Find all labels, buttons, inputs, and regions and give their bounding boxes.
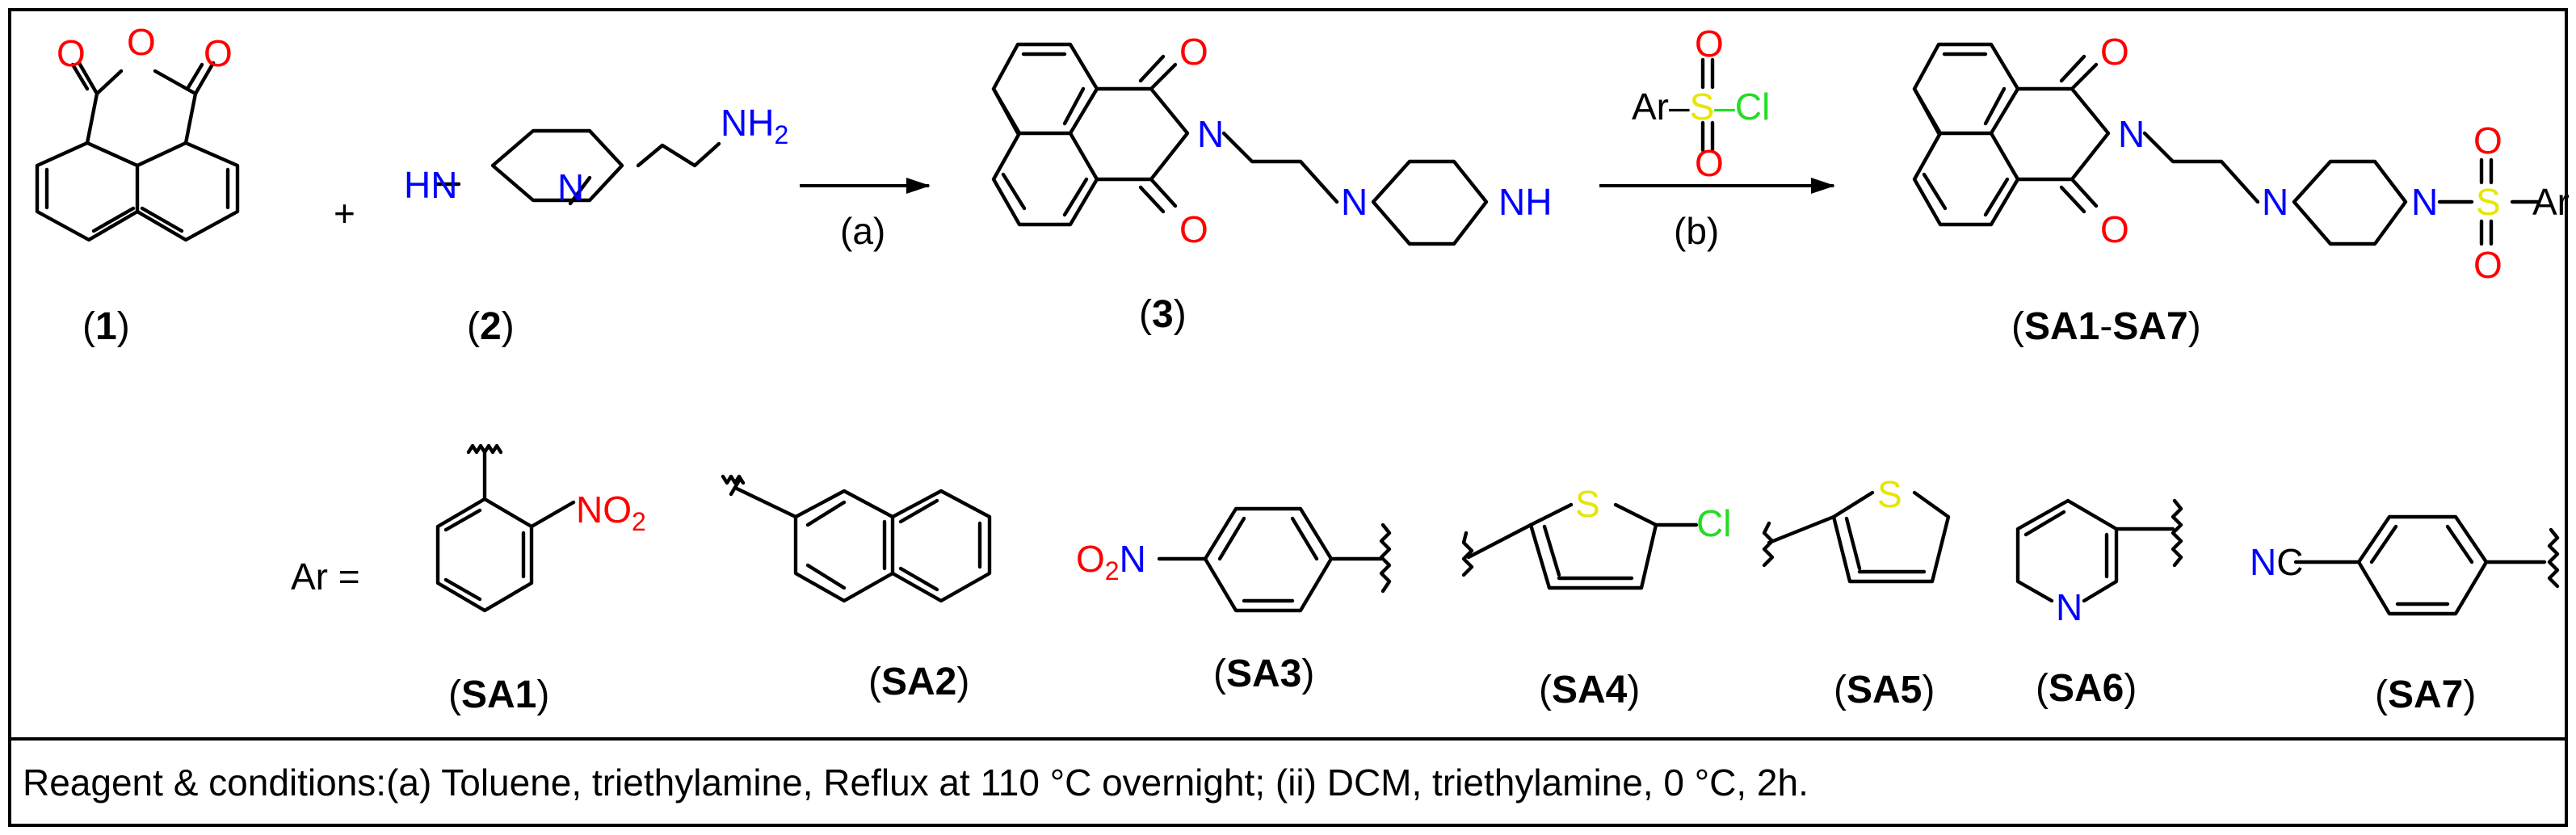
atom-o-top: O [1179,31,1208,73]
scheme-border [8,8,2568,827]
sa2-structure [721,474,992,603]
sa4-label: (SA4) [1539,669,1640,711]
compound-2-structure: HN N NH2 [404,102,788,208]
ar-equals-label: Ar = [291,556,360,598]
sa6-n: N [2056,586,2082,628]
reagent-o-top: O [1695,23,1724,65]
sa5-label: (SA5) [1834,669,1935,711]
sa4-structure: S Cl [1461,483,1731,590]
atom-n-piperazine: N [557,166,584,208]
reagent-text: Ar–S–Cl [1632,86,1770,128]
arrow-b-condition: (b) [1674,210,1719,252]
sa5-structure: S [1762,473,1951,584]
sa7-nc: NC [2250,541,2303,583]
arrow-a-condition: (a) [840,210,885,252]
atom-nh-3: NH [1498,181,1552,223]
sa3-o2n: O2N [1076,538,1146,585]
sa3-label: (SA3) [1213,652,1314,695]
product-so2-o-bottom: O [2473,244,2502,286]
sa3-structure: O2N [1076,506,1392,613]
product-label: (SA1-SA7) [2011,305,2201,348]
product-structure: O O N N N S O O Ar [1912,31,2570,286]
product-ar: Ar [2532,181,2570,223]
product-s: S [2476,181,2501,223]
compound-3-structure: O O N N NH [991,31,1552,250]
compound-1-structure: O O O [35,21,240,242]
atom-hn: HN [404,164,457,206]
product-n-imide: N [2118,113,2145,155]
atom-o-right: O [204,32,233,74]
sa1-label: (SA1) [448,673,549,716]
atom-n-imide: N [1197,113,1224,155]
product-n-piperazine-1: N [2262,181,2288,223]
sa7-structure: NC [2250,514,2560,616]
atom-o-bridge: O [127,21,156,63]
product-n-piperazine-4: N [2411,181,2438,223]
sa5-s: S [1877,473,1902,515]
sa4-s: S [1575,483,1600,525]
atom-nh2: NH2 [721,102,788,149]
atom-o-bottom: O [1179,208,1208,250]
sa6-label: (SA6) [2036,667,2137,710]
reagent-o-bottom: O [1695,142,1724,184]
sa1-structure: NO2 [435,443,646,613]
plus-sign: + [334,192,355,234]
arrow-a [800,178,931,194]
sa1-no2: NO2 [576,489,646,536]
product-o-top: O [2100,31,2129,73]
sa4-cl: Cl [1696,502,1731,544]
footer-conditions: Reagent & conditions:(a) Toluene, trieth… [23,762,1809,804]
product-o-bottom: O [2100,208,2129,250]
compound-1-label: (1) [82,305,130,348]
compound-3-label: (3) [1139,293,1187,336]
atom-n-piperazine-3: N [1341,181,1368,223]
reagent-sulfonyl-chloride: O O Ar–S–Cl [1632,23,1770,184]
arrow-b [1599,178,1835,194]
atom-o-left: O [57,32,86,74]
sa7-label: (SA7) [2375,673,2476,716]
sa2-label: (SA2) [868,661,969,703]
compound-2-label: (2) [467,305,515,348]
sa6-structure: N [2015,498,2183,628]
product-so2-o-top: O [2473,120,2502,162]
